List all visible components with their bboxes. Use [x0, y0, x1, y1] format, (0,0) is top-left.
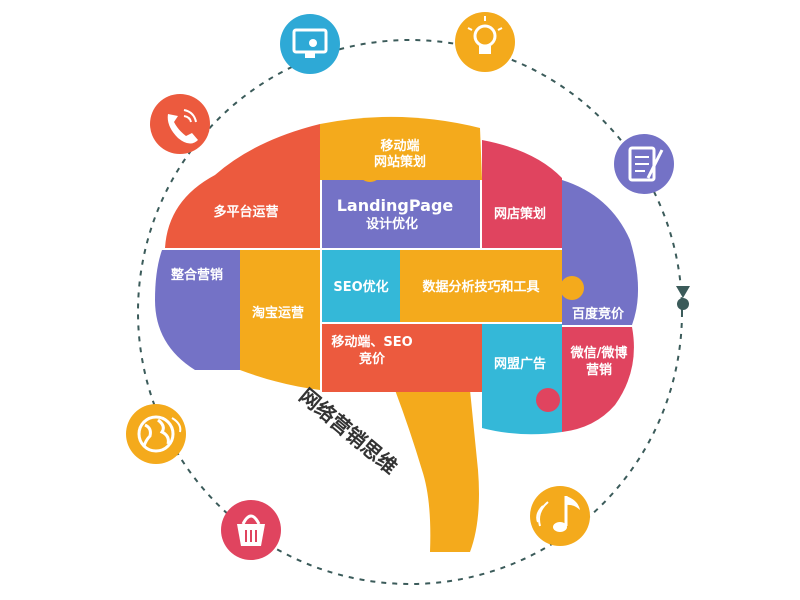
puzzle-baidu-bid — [562, 180, 639, 325]
label-multi-platform: 多平台运营 — [213, 204, 278, 220]
puzzle-alliance-ad — [482, 324, 562, 435]
label-integrated: 整合营销 — [170, 267, 223, 283]
globe-icon — [126, 404, 186, 464]
dashed-orbit-ring — [137, 39, 683, 585]
diagram-title: 网络营销思维 — [295, 383, 402, 479]
notepad-icon — [614, 134, 674, 194]
label-data-analysis: 数据分析技巧和工具 — [422, 279, 539, 295]
puzzle-data-analysis — [400, 250, 562, 322]
puzzle-multi-platform — [165, 124, 320, 248]
label-mobile-site-line1: 移动端 — [380, 138, 419, 154]
lightbulb-icon — [455, 12, 515, 72]
label-wechat-weibo-line2: 营销 — [586, 362, 612, 378]
puzzle-integrated — [155, 250, 240, 370]
label-seo: SEO优化 — [333, 279, 388, 295]
label-shop-plan: 网店策划 — [494, 206, 546, 222]
label-taobao: 淘宝运营 — [252, 305, 304, 321]
puzzle-seo — [322, 250, 400, 322]
puzzle-landing-page — [322, 180, 480, 248]
touchscreen-icon — [280, 14, 340, 74]
puzzle-taobao — [240, 250, 320, 390]
puzzle-wechat-weibo — [562, 327, 634, 432]
label-alliance-ad: 网盟广告 — [494, 356, 546, 372]
puzzle-knobs — [266, 158, 584, 412]
label-landing-page-line2: 设计优化 — [366, 216, 418, 232]
label-wechat-weibo-line1: 微信/微博 — [570, 345, 628, 361]
ring-arrow-icon — [676, 286, 690, 310]
phone-icon — [150, 94, 210, 154]
label-mobile-seo-line2: 竞价 — [359, 351, 386, 367]
label-mobile-seo-line1: 移动端、SEO — [331, 334, 412, 350]
music-note-icon — [530, 486, 590, 546]
brain-stem — [395, 390, 479, 552]
basket-icon — [221, 500, 281, 560]
puzzle-shop-plan — [482, 140, 562, 248]
label-baidu-bid: 百度竞价 — [572, 306, 625, 322]
label-mobile-site-line2: 网站策划 — [374, 154, 426, 170]
label-landing-page-line1: LandingPage — [337, 196, 454, 215]
